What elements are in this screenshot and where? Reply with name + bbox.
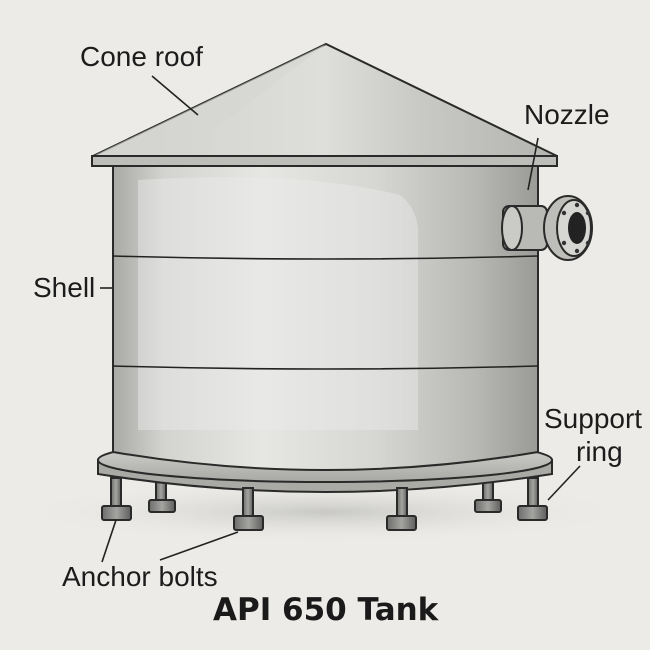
nozzle-label: Nozzle [524, 99, 610, 130]
cone-roof [91, 42, 558, 167]
anchor-bolts-label: Anchor bolts [62, 561, 218, 592]
flange-nozzle-icon [501, 195, 593, 261]
nozzle-leader [527, 137, 539, 191]
hex-nut-bolt-icon [101, 477, 132, 521]
hex-nut-bolt-icon [233, 487, 264, 531]
hex-nut-bolt-icon [148, 469, 176, 513]
support-ring-leader [547, 465, 581, 501]
shell-label: Shell [33, 272, 95, 303]
shell-course-seam [112, 365, 539, 370]
diagram-title: API 650 Tank [213, 592, 440, 628]
cone-roof-label: Cone roof [80, 41, 203, 72]
support-ring-label-line-1: Support [544, 403, 642, 434]
anchor-bolts-leader [159, 531, 239, 561]
cone-roof-leader [151, 75, 199, 116]
hex-nut-bolt-icon [386, 487, 417, 531]
anchor-bolts-front [101, 477, 548, 531]
anchor-bolts-leader [101, 519, 117, 563]
support-ring-label-line-2: ring [576, 436, 623, 467]
hex-nut-bolt-icon [517, 477, 548, 521]
hex-nut-bolt-icon [474, 469, 502, 513]
shell-course-seam [112, 255, 539, 260]
anchor-bolts-rear [148, 469, 502, 513]
shell [112, 165, 539, 471]
